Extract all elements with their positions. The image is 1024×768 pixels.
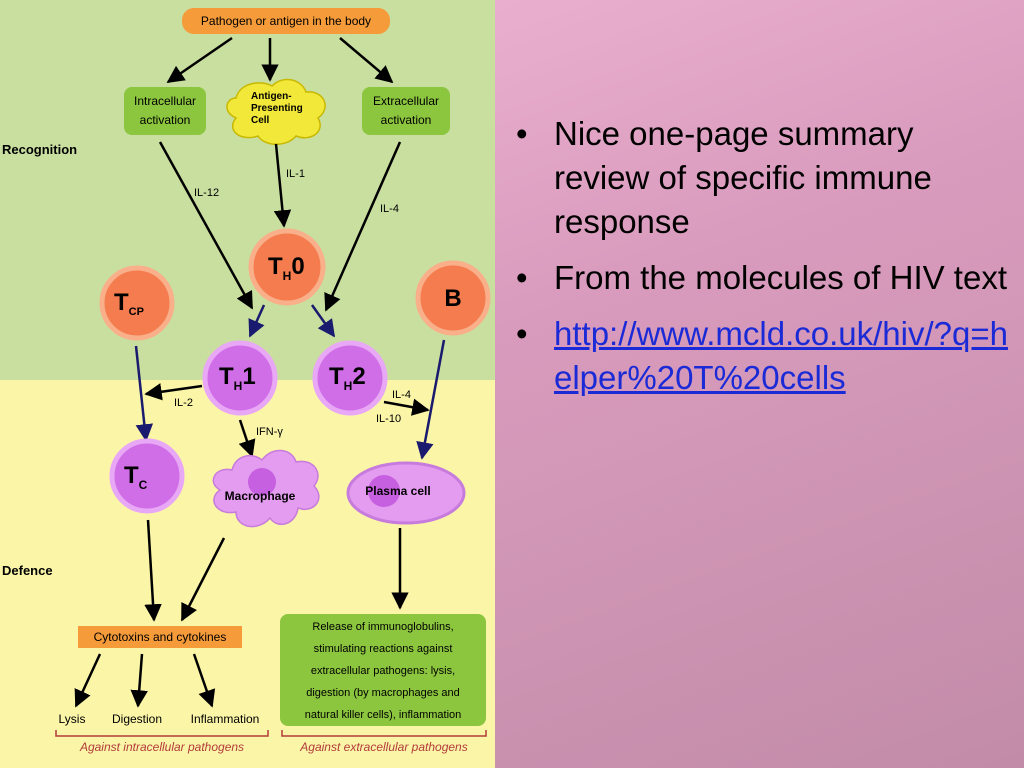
bullet-dot: •: [516, 115, 528, 152]
pathogen-box: [182, 8, 390, 34]
recognition-label: Recognition: [2, 142, 77, 157]
th1-cell: [202, 340, 278, 416]
th2-cell: [312, 340, 388, 416]
b-label: B: [444, 285, 461, 312]
release-box: [280, 614, 486, 726]
il2-label: IL-2: [174, 397, 193, 409]
arrow-tcp-tc: [134, 345, 154, 442]
digestion-label: Digestion: [112, 712, 162, 726]
antigen-presenting-cell-shape: [226, 78, 326, 145]
bullet-text: Nice one-page summary review of specific…: [554, 115, 932, 240]
bracket-intracellular: [55, 730, 269, 737]
th2-label: TH2: [329, 363, 366, 393]
immune-response-diagram: Pathogen or antigen in the body Intracel…: [0, 0, 495, 768]
arrow-to-extracellular: [339, 37, 394, 84]
intracellular-line1: Intracellular: [134, 94, 196, 108]
inflammation-label: Inflammation: [191, 712, 260, 726]
il1-label: IL-1: [286, 168, 305, 180]
arrow-digestion: [130, 653, 148, 708]
bullet-dot: •: [516, 259, 528, 296]
tcp-label: TCP: [114, 289, 144, 318]
il10-label: IL-10: [376, 413, 401, 425]
against-extracellular-label: Against extracellular pathogens: [299, 740, 467, 754]
arrow-th0-th2: [310, 304, 336, 338]
apc-line2: Presenting: [251, 103, 303, 114]
arrow-th0-th1: [248, 304, 266, 338]
ifn-label: IFN-γ: [256, 426, 283, 438]
bracket-extracellular: [281, 730, 487, 737]
bullet-text: From the molecules of HIV text: [554, 259, 1007, 296]
th1-label: TH1: [219, 363, 256, 393]
tcp-cell: [99, 265, 175, 341]
arrow-to-intracellular: [166, 36, 233, 84]
bullet-item: • http://www.mcld.co.uk/hiv/?q=helper%20…: [512, 312, 1012, 400]
arrow-macrophage-cytotoxins: [180, 537, 226, 622]
th0-cell: [248, 228, 326, 306]
cytotoxins-label: Cytotoxins and cytokines: [94, 630, 227, 644]
plasma-label: Plasma cell: [365, 484, 430, 498]
intracellular-activation-box: [124, 87, 206, 135]
arrow-inflammation: [192, 653, 216, 708]
extracellular-activation-box: [362, 87, 450, 135]
extracellular-line2: activation: [381, 113, 432, 127]
tc-label: TC: [124, 462, 148, 492]
b-cell: [415, 260, 491, 336]
arrow-il4-il10: [383, 398, 430, 416]
apc-line1: Antigen-: [251, 91, 292, 102]
extracellular-line1: Extracellular: [373, 94, 439, 108]
macrophage-label: Macrophage: [225, 489, 296, 503]
arrow-il2: [144, 383, 203, 401]
tc-cell: [109, 438, 185, 514]
release-line2: stimulating reactions against: [314, 643, 453, 655]
release-line1: Release of immunoglobulins,: [312, 621, 453, 633]
il4b-label: IL-4: [392, 389, 411, 401]
arrow-b-plasma: [416, 339, 446, 460]
hiv-link[interactable]: http://www.mcld.co.uk/hiv/?q=helper%20T%…: [554, 315, 1008, 396]
release-line4: digestion (by macrophages and: [306, 687, 459, 699]
intracellular-line2: activation: [140, 113, 191, 127]
release-line5: natural killer cells), inflammation: [305, 709, 462, 721]
recognition-region: [0, 0, 495, 380]
bullet-list: • Nice one-page summary review of specif…: [512, 112, 1012, 412]
arrow-il4: [324, 141, 402, 312]
th0-label: TH0: [268, 253, 305, 283]
plasma-nucleus: [368, 475, 400, 507]
against-intracellular-label: Against intracellular pathogens: [79, 740, 244, 754]
lysis-label: Lysis: [59, 712, 86, 726]
cytotoxins-box: [78, 626, 242, 648]
arrow-il1: [273, 143, 292, 228]
arrow-il12: [158, 141, 254, 310]
arrow-ifn: [238, 419, 256, 458]
il4-label: IL-4: [380, 203, 399, 215]
apc-line3: Cell: [251, 115, 270, 126]
il12-label: IL-12: [194, 187, 219, 199]
defence-label: Defence: [2, 563, 53, 578]
arrow-tc-cytotoxins: [144, 519, 162, 622]
bullet-item: • From the molecules of HIV text: [512, 256, 1012, 300]
macrophage-nucleus: [248, 468, 276, 496]
arrow-lysis: [74, 653, 102, 708]
bullet-item: • Nice one-page summary review of specif…: [512, 112, 1012, 244]
bullet-dot: •: [516, 315, 528, 352]
release-line3: extracellular pathogens: lysis,: [311, 665, 455, 677]
pathogen-label: Pathogen or antigen in the body: [201, 14, 371, 28]
